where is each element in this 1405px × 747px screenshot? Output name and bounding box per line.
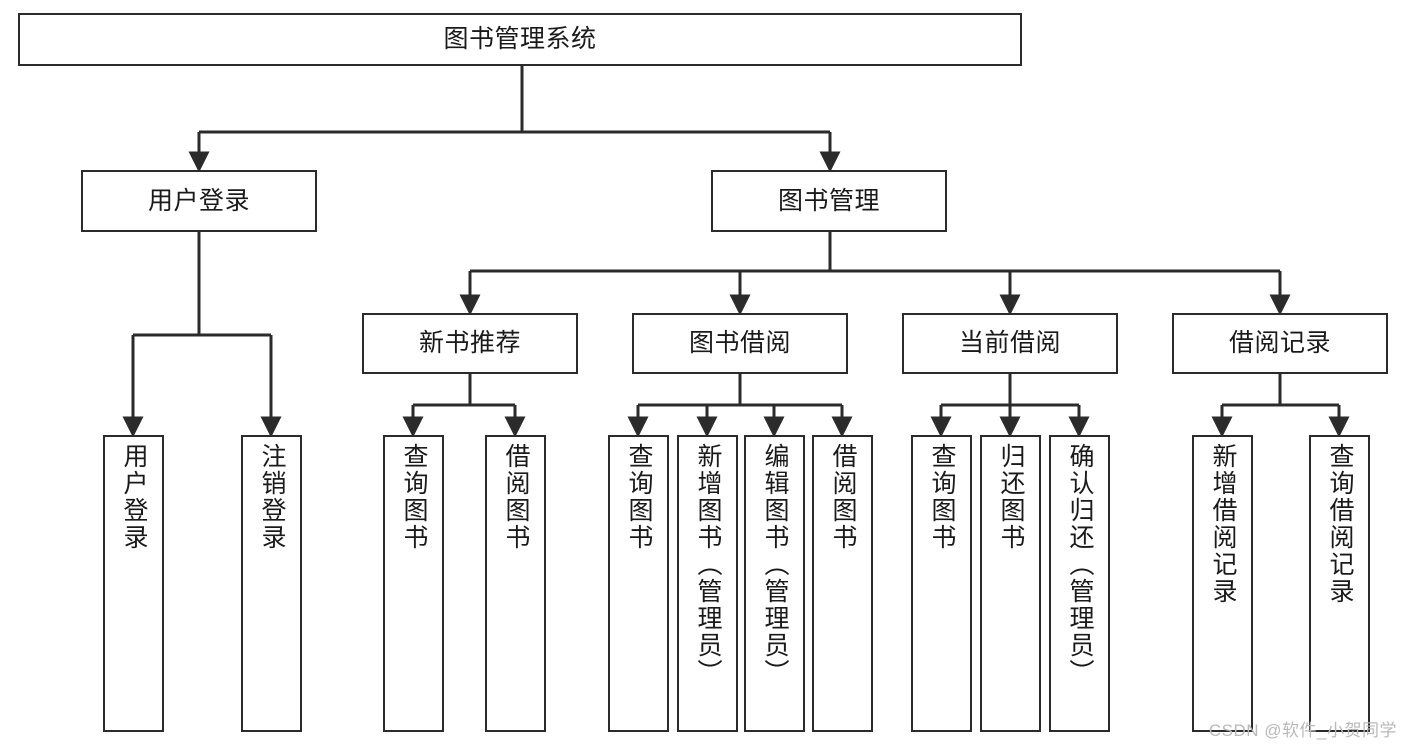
node-leaf-add-book[interactable]: 新增图书（管理员） bbox=[677, 435, 738, 732]
node-root[interactable]: 图书管理系统 bbox=[18, 13, 1022, 66]
node-user-login-label: 用户登录 bbox=[147, 186, 250, 215]
node-leaf-query-borrow-record-label: 查询借阅记录 bbox=[1326, 443, 1354, 605]
node-leaf-user-login[interactable]: 用户登录 bbox=[103, 435, 164, 732]
node-leaf-return-book[interactable]: 归还图书 bbox=[980, 435, 1041, 732]
node-root-label: 图书管理系统 bbox=[443, 25, 597, 53]
csdn-watermark: CSDN @软件_小贺同学 bbox=[1208, 721, 1397, 740]
node-leaf-user-login-label: 用户登录 bbox=[120, 443, 148, 551]
node-book-borrow-label: 图书借阅 bbox=[688, 329, 791, 357]
node-book-management-label: 图书管理 bbox=[777, 186, 880, 215]
node-leaf-query-book-3[interactable]: 查询图书 bbox=[911, 435, 972, 732]
node-leaf-query-book-1[interactable]: 查询图书 bbox=[383, 435, 444, 732]
node-leaf-logout-login[interactable]: 注销登录 bbox=[241, 435, 302, 732]
node-current-borrow[interactable]: 当前借阅 bbox=[902, 313, 1118, 374]
node-current-borrow-label: 当前借阅 bbox=[958, 329, 1061, 357]
node-leaf-add-borrow-record[interactable]: 新增借阅记录 bbox=[1192, 435, 1253, 732]
node-leaf-borrow-book-2-label: 借阅图书 bbox=[829, 443, 857, 551]
node-leaf-borrow-book-1-label: 借阅图书 bbox=[502, 443, 530, 551]
node-leaf-query-borrow-record[interactable]: 查询借阅记录 bbox=[1309, 435, 1370, 732]
node-leaf-edit-book-label: 编辑图书（管理员） bbox=[761, 443, 789, 686]
node-borrow-record-label: 借阅记录 bbox=[1228, 329, 1331, 357]
node-leaf-confirm-return[interactable]: 确认归还（管理员） bbox=[1049, 435, 1110, 732]
node-leaf-logout-login-label: 注销登录 bbox=[258, 443, 286, 551]
node-leaf-add-book-label: 新增图书（管理员） bbox=[694, 443, 722, 686]
node-leaf-edit-book[interactable]: 编辑图书（管理员） bbox=[744, 435, 805, 732]
node-leaf-borrow-book-2[interactable]: 借阅图书 bbox=[812, 435, 873, 732]
node-leaf-add-borrow-record-label: 新增借阅记录 bbox=[1209, 443, 1237, 605]
node-user-login[interactable]: 用户登录 bbox=[81, 170, 317, 232]
node-leaf-borrow-book-1[interactable]: 借阅图书 bbox=[485, 435, 546, 732]
node-leaf-confirm-return-label: 确认归还（管理员） bbox=[1066, 443, 1094, 686]
node-leaf-query-book-2[interactable]: 查询图书 bbox=[608, 435, 669, 732]
node-new-book-recommend[interactable]: 新书推荐 bbox=[362, 313, 578, 374]
node-leaf-query-book-3-label: 查询图书 bbox=[928, 443, 956, 551]
node-new-book-recommend-label: 新书推荐 bbox=[418, 329, 521, 357]
node-leaf-return-book-label: 归还图书 bbox=[997, 443, 1025, 551]
node-leaf-query-book-1-label: 查询图书 bbox=[400, 443, 428, 551]
node-book-borrow[interactable]: 图书借阅 bbox=[632, 313, 848, 374]
node-leaf-query-book-2-label: 查询图书 bbox=[625, 443, 653, 551]
node-borrow-record[interactable]: 借阅记录 bbox=[1172, 313, 1388, 374]
node-book-management[interactable]: 图书管理 bbox=[711, 170, 947, 232]
